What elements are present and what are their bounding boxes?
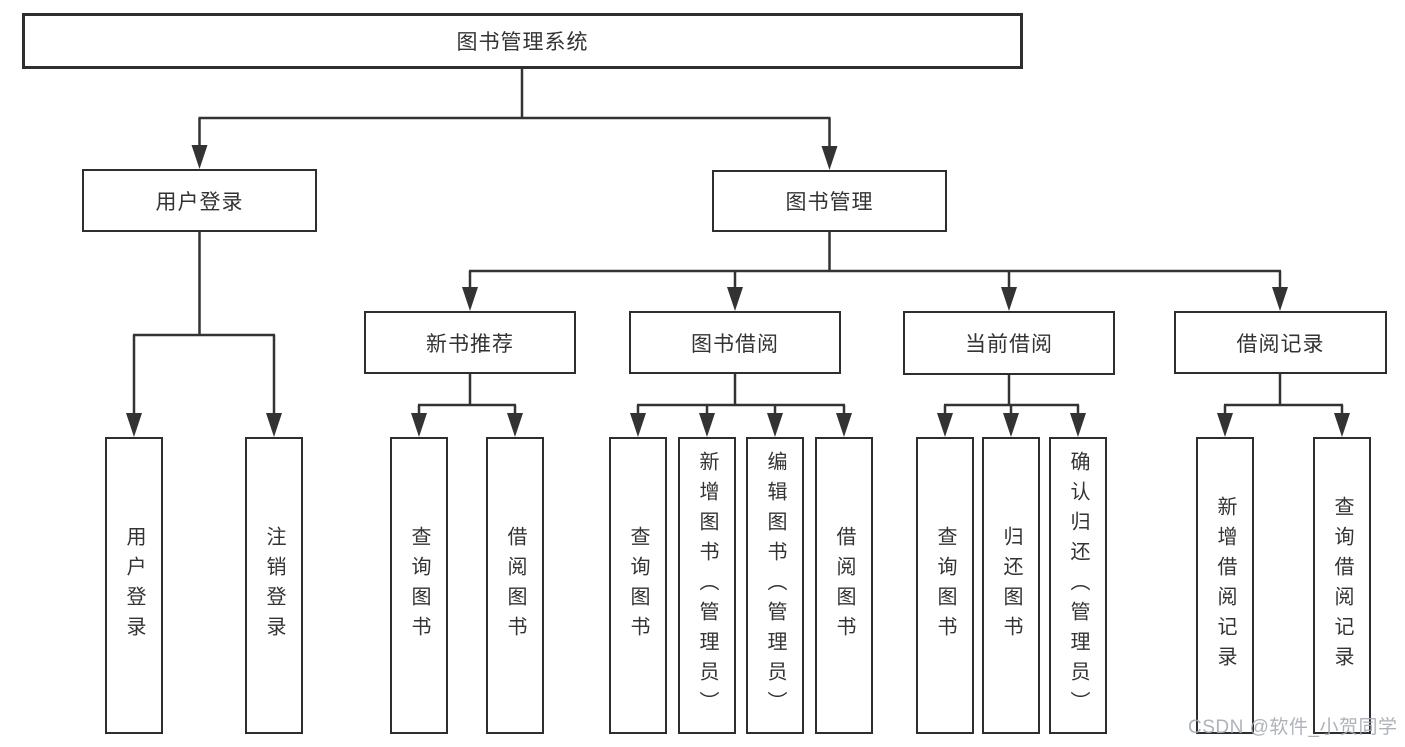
leaf-add-book-admin-label: 新增图书（管理员） xyxy=(696,450,718,721)
leaf-query-borrow-record: 查询借阅记录 xyxy=(1313,437,1371,734)
node-user-login-label: 用户登录 xyxy=(155,190,244,214)
node-book-borrowing: 图书借阅 xyxy=(629,311,841,374)
leaf-add-borrow-record-label: 新增借阅记录 xyxy=(1214,495,1236,676)
node-root: 图书管理系统 xyxy=(22,13,1023,69)
connector-paths xyxy=(132,69,1344,416)
arrowheads xyxy=(126,145,1350,437)
leaf-edit-book-admin: 编辑图书（管理员） xyxy=(746,437,804,734)
node-current-borrowing: 当前借阅 xyxy=(903,311,1115,375)
leaf-confirm-return-admin: 确认归还（管理员） xyxy=(1049,437,1107,734)
leaf-return-book-label: 归还图书 xyxy=(1000,525,1022,646)
node-root-label: 图书管理系统 xyxy=(456,31,589,54)
node-borrowing-records: 借阅记录 xyxy=(1174,311,1387,374)
leaf-borrow-books-label: 借阅图书 xyxy=(833,525,855,646)
csdn-watermark: CSDN @软件_小贺同学 xyxy=(1188,717,1398,738)
leaf-query-books-recommend: 查询图书 xyxy=(390,437,448,734)
leaf-query-books-borrow-label: 查询图书 xyxy=(627,525,649,646)
node-book-management: 图书管理 xyxy=(712,170,947,232)
leaf-borrow-books-recommend: 借阅图书 xyxy=(486,437,544,734)
leaf-borrow-books-recommend-label: 借阅图书 xyxy=(504,525,526,646)
leaf-borrow-books: 借阅图书 xyxy=(815,437,873,734)
node-user-login: 用户登录 xyxy=(82,169,317,232)
node-borrowing-records-label: 借阅记录 xyxy=(1236,332,1325,356)
leaf-confirm-return-admin-label: 确认归还（管理员） xyxy=(1067,450,1089,721)
node-book-management-label: 图书管理 xyxy=(785,191,874,214)
leaf-add-book-admin: 新增图书（管理员） xyxy=(678,437,736,734)
node-current-borrowing-label: 当前借阅 xyxy=(965,333,1053,356)
leaf-query-books-current: 查询图书 xyxy=(916,437,974,734)
leaf-user-login: 用户登录 xyxy=(105,437,163,734)
node-new-book-recommend: 新书推荐 xyxy=(364,311,576,374)
node-new-book-recommend-label: 新书推荐 xyxy=(426,332,514,356)
leaf-add-borrow-record: 新增借阅记录 xyxy=(1196,437,1254,734)
leaf-query-books-recommend-label: 查询图书 xyxy=(408,525,430,646)
leaf-logout: 注销登录 xyxy=(245,437,303,734)
leaf-query-books-borrow: 查询图书 xyxy=(609,437,667,734)
leaf-query-borrow-record-label: 查询借阅记录 xyxy=(1331,495,1353,676)
leaf-return-book: 归还图书 xyxy=(982,437,1040,734)
node-book-borrowing-label: 图书借阅 xyxy=(691,332,779,356)
leaf-edit-book-admin-label: 编辑图书（管理员） xyxy=(764,450,786,721)
leaf-user-login-label: 用户登录 xyxy=(123,525,145,646)
leaf-logout-label: 注销登录 xyxy=(263,525,285,646)
leaf-query-books-current-label: 查询图书 xyxy=(934,525,956,646)
